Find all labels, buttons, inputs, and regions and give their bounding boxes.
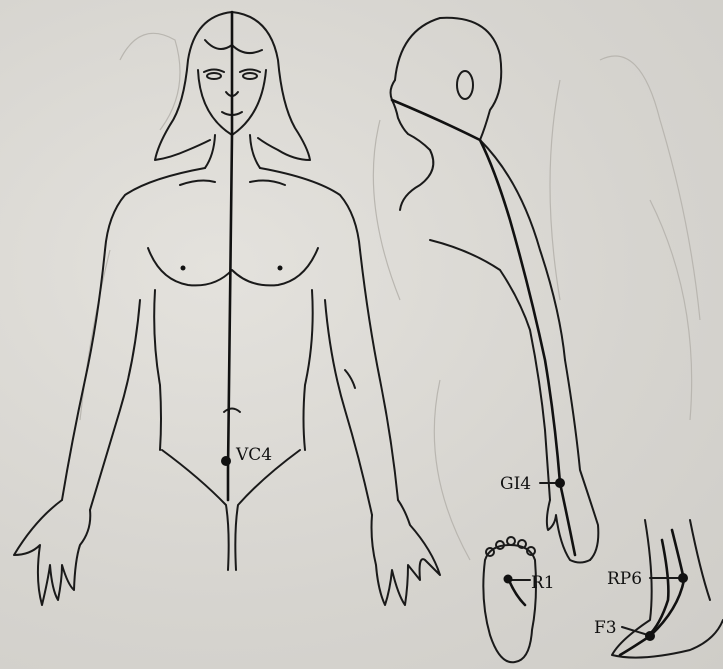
f3-label: F3 [594,618,617,638]
gi4-label: GI4 [500,474,531,494]
foot-sole-figure [483,537,536,662]
r1-marker [504,575,513,584]
gi4-marker [555,478,565,488]
point-gi4: GI4 [500,474,565,494]
rp6-label: RP6 [607,569,642,589]
r1-label: R1 [531,573,555,593]
point-f3: F3 [594,618,655,641]
side-body-figure [391,18,599,563]
vc4-marker [221,456,231,466]
rp6-marker [678,573,688,583]
background-ghost-figures [80,33,700,560]
front-body-figure [14,12,440,605]
vc4-label: VC4 [235,445,272,465]
f3-marker [645,631,655,641]
point-rp6: RP6 [607,569,688,589]
